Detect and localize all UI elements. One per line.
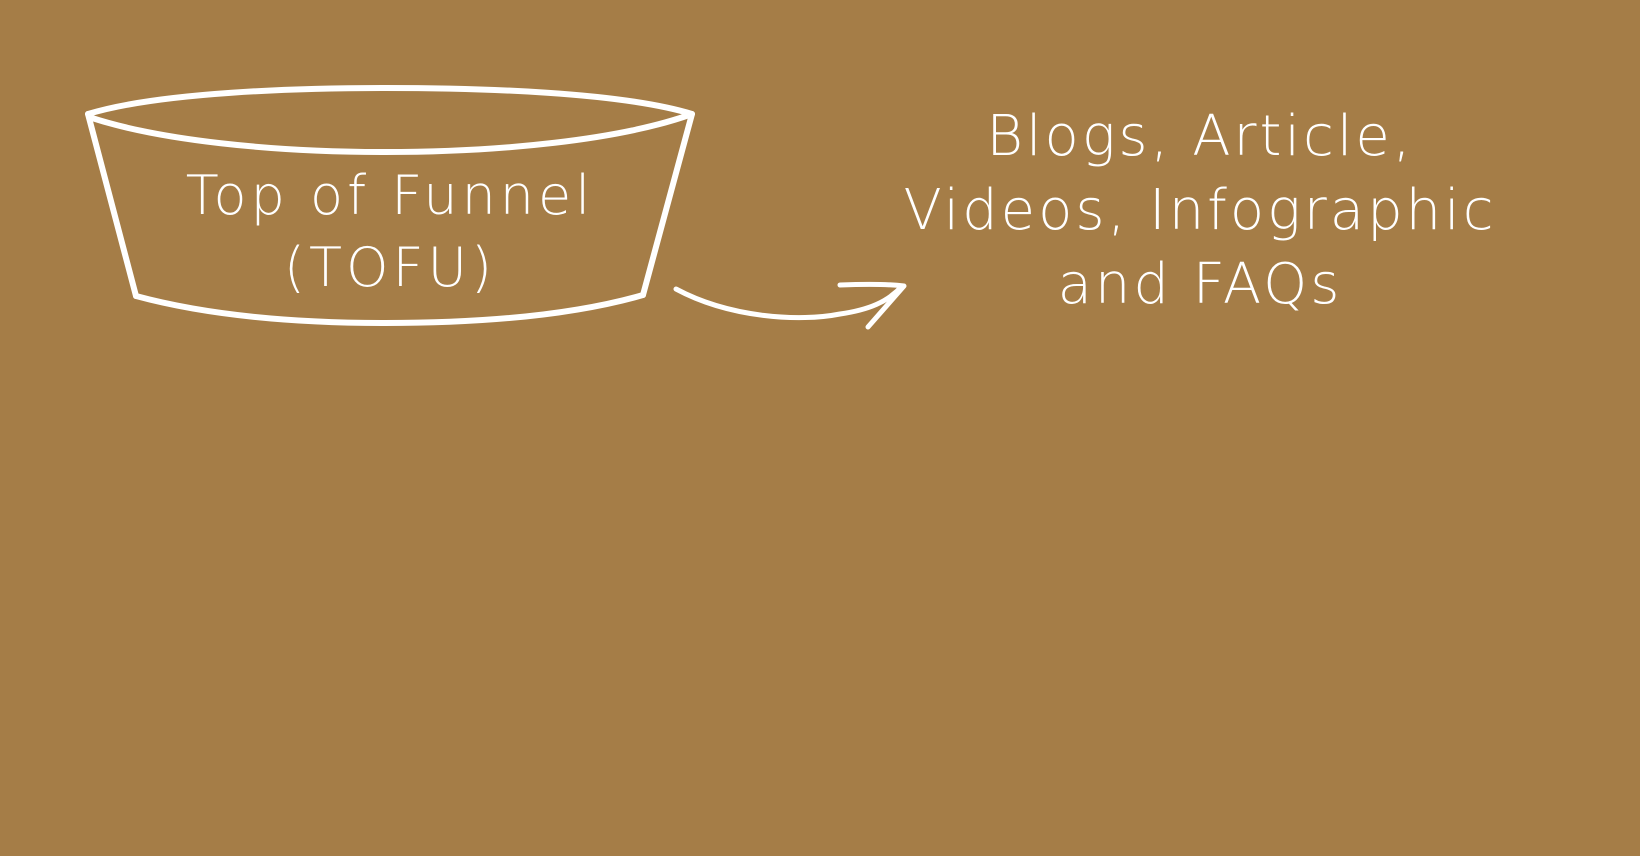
funnel-bottom: [133, 292, 646, 327]
content-types-line2: Videos, Infographic: [903, 178, 1497, 243]
content-types-line3: and FAQs: [1057, 252, 1343, 317]
arrow-shaft: [673, 283, 905, 321]
arrow-head: [837, 281, 907, 330]
content-types-text: Blogs, Article, Videos, Infographic and …: [870, 100, 1530, 322]
funnel-label: Top of Funnel (TOFU): [130, 160, 650, 304]
funnel-rim: [85, 85, 695, 155]
funnel-left-side: [85, 111, 139, 299]
funnel-right-side: [640, 111, 695, 298]
funnel-label-line1: Top of Funnel: [185, 164, 595, 227]
funnel-label-line2: (TOFU): [283, 236, 497, 299]
content-types-line1: Blogs, Article,: [986, 104, 1414, 169]
